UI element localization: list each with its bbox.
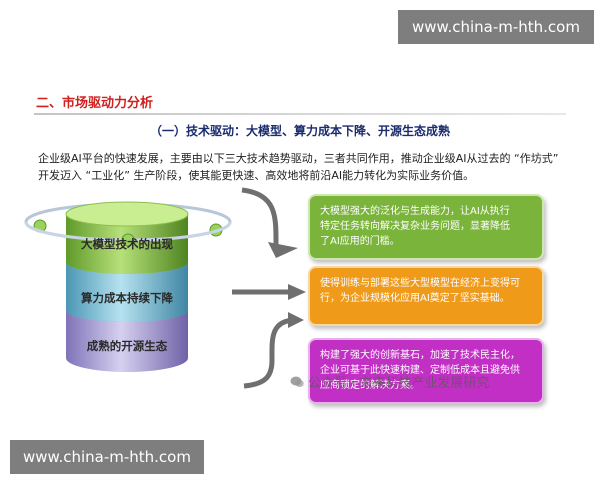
callout-line: 大模型强大的泛化与生成能力，让AI从执行 [320,206,510,217]
intro-line: 开发迈入 “工业化” 生产阶段，使其能更快速、高效地将前沿AI能力转化为实际业务… [38,169,475,182]
subtitle: （一）技术驱动：大模型、算力成本下降、开源生态成熟 [149,124,450,138]
callout-line: 使得训练与部署这些大型模型在经济上变得可 [320,278,520,289]
watermark-bottom: www.china-m-hth.com [10,440,204,474]
cylinder-layer-large-models: 大模型技术的出现 [66,236,188,256]
cylinder-label: 算力成本持续下降 [81,291,173,305]
callout-line: 了AI应用的门槛。 [320,236,400,247]
callout-line: 行，为企业规模化应用AI奠定了坚实基础。 [320,293,510,304]
cylinder-label: 成熟的开源生态 [86,339,168,353]
callout-line: 企业可基于此快速构建、定制低成本且避免供 [320,365,520,376]
cylinder-layer-compute-cost: 算力成本持续下降 [66,290,188,310]
intro-line: 企业级AI平台的快速发展，主要由以下三大技术趋势驱动，三者共同作用，推动企业级A… [38,152,559,165]
curved-arrow-top [241,187,298,258]
cylinder-label: 大模型技术的出现 [81,237,173,251]
intro-paragraph: 企业级AI平台的快速发展，主要由以下三大技术趋势驱动，三者共同作用，推动企业级A… [38,150,568,184]
section-title: 二、市场驱动力分析 [36,96,154,111]
watermark-top: www.china-m-hth.com [398,10,594,44]
callout-line: 构建了强大的创新基石，加速了技术民主化， [320,350,520,361]
straight-arrow-middle [232,284,306,300]
callout-line: 特定任务转向解决复杂业务问题，显著降低 [320,221,510,232]
wechat-icon [290,376,304,388]
cylinder-shape [65,201,189,372]
cylinder-layer-open-source: 成熟的开源生态 [66,338,188,358]
callout-line: 应商锁定的解决方案。 [320,380,420,391]
callout-box-large-models: 大模型强大的泛化与生成能力，让AI从执行 特定任务转向解决复杂业务问题，显著降低… [308,194,544,260]
orbit-ring-front [24,221,232,247]
section-divider [34,113,566,115]
brand-watermark-text: 公众号 · 未来科技产业发展研究 [308,376,490,391]
callout-box-compute-cost: 使得训练与部署这些大型模型在经济上变得可 行，为企业规模化应用AI奠定了坚实基础… [308,266,544,326]
curved-arrow-bottom [243,312,304,389]
callout-box-open-source: 构建了强大的创新基石，加速了技术民主化， 企业可基于此快速构建、定制低成本且避免… [308,338,544,404]
brand-watermark: 公众号 · 未来科技产业发展研究 [290,372,489,391]
